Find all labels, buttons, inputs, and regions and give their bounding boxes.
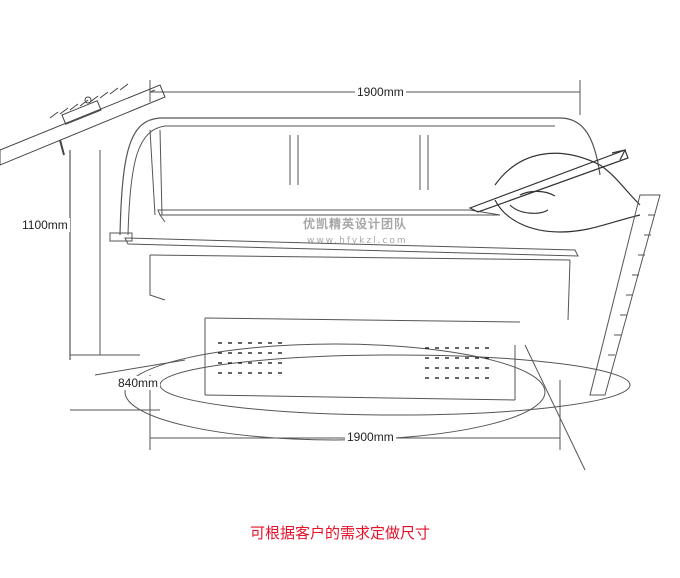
watermark-name: 优凯精英设计团队 xyxy=(303,217,408,231)
vent-grille-left xyxy=(218,342,282,374)
vertical-ruler-icon xyxy=(589,194,661,396)
bottom-width-label: 1900mm xyxy=(345,430,396,444)
vent-grille-right xyxy=(425,347,489,379)
caption: 可根据客户的需求定做尺寸 xyxy=(249,524,430,542)
watermark-url: www.hfykzl.com xyxy=(307,236,408,246)
watermark: 优凯精英设计团队 www.hfykzl.com xyxy=(285,215,408,246)
depth-label: 840mm xyxy=(116,376,161,390)
hand-with-pencil-icon xyxy=(468,149,641,233)
ruler-caliper-icon xyxy=(0,83,166,166)
height-label: 1100mm xyxy=(20,218,70,232)
top-width-label: 1900mm xyxy=(355,85,406,99)
